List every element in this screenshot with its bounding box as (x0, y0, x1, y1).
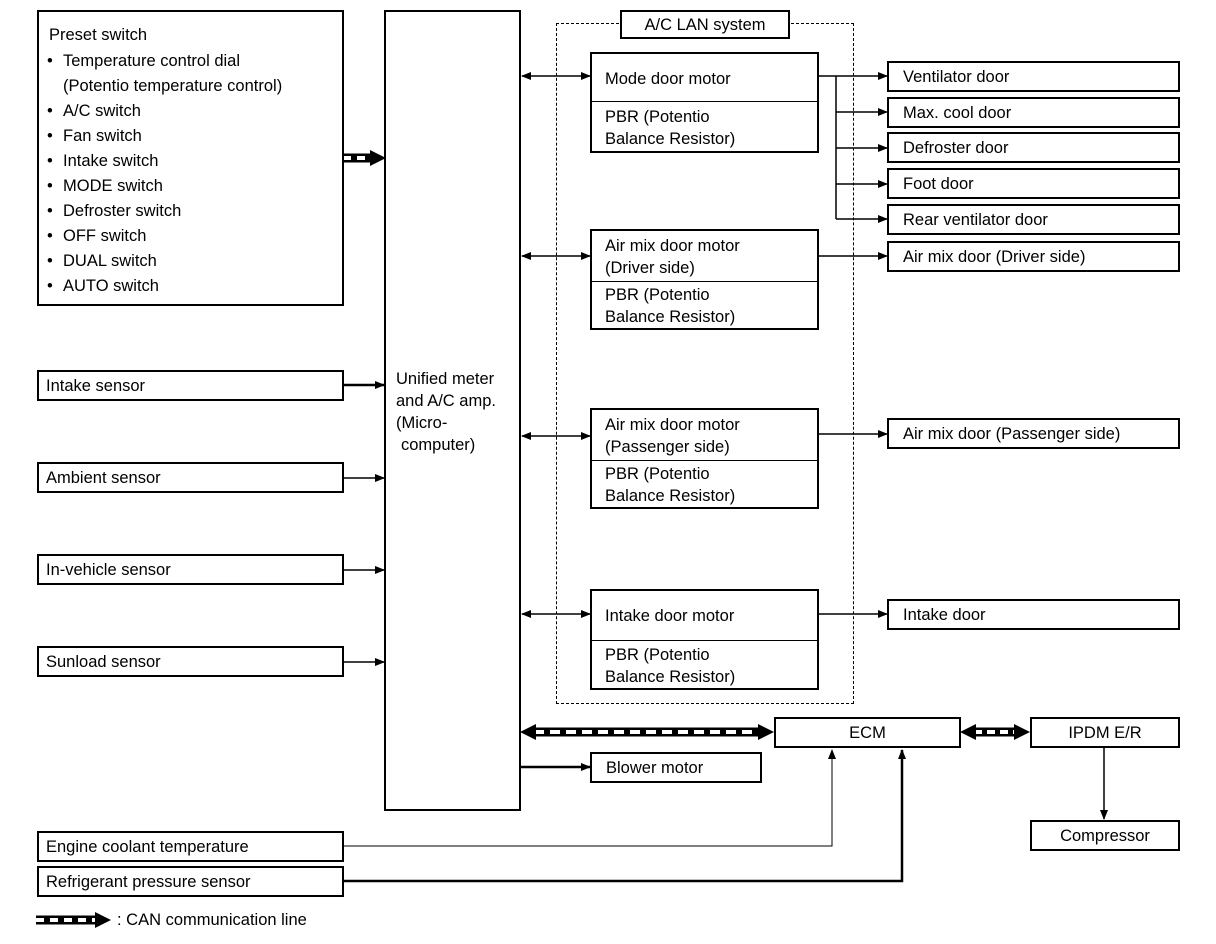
airmix-pass-motor-label: Air mix door motor (605, 416, 740, 434)
list-item: OFF switch (47, 224, 282, 249)
engine-coolant-label: Engine coolant temperature (46, 838, 249, 856)
divider (592, 101, 817, 102)
refrigerant-sensor-box: Refrigerant pressure sensor (37, 866, 344, 897)
compressor-label: Compressor (1060, 827, 1150, 845)
intake-door-box: Intake door (887, 599, 1180, 630)
ecm-box: ECM (774, 717, 961, 748)
list-item: MODE switch (47, 174, 282, 199)
pbr-line2: Balance Resistor) (605, 487, 736, 505)
intake-door-motor-box: Intake door motor PBR (Potentio Balance … (590, 589, 819, 690)
legend-can-sample (36, 912, 111, 928)
intake-door-label: Intake door (903, 606, 986, 624)
pbr-line1: PBR (Potentio (605, 646, 710, 664)
ac-lan-system-title-box: A/C LAN system (620, 10, 790, 39)
ac-amp-line1: Unified meter (396, 370, 495, 388)
mode-door-motor-label: Mode door motor (605, 70, 731, 88)
ac-amp-line3: (Micro- (396, 414, 448, 432)
blower-motor-box: Blower motor (590, 752, 762, 783)
sunload-sensor-label: Sunload sensor (46, 653, 161, 671)
intake-sensor-box: Intake sensor (37, 370, 344, 401)
rear-ventilator-door-label: Rear ventilator door (903, 211, 1048, 229)
airmix-pass-door-label: Air mix door (Passenger side) (903, 425, 1121, 443)
ambient-sensor-box: Ambient sensor (37, 462, 344, 493)
ventilator-door-label: Ventilator door (903, 68, 1010, 86)
list-item: Fan switch (47, 124, 282, 149)
divider (592, 281, 817, 282)
in-vehicle-sensor-box: In-vehicle sensor (37, 554, 344, 585)
airmix-driver-motor-sub: (Driver side) (605, 259, 695, 277)
pbr-line1: PBR (Potentio (605, 465, 710, 483)
ac-amp-box: Unified meter and A/C amp. (Micro- compu… (384, 10, 521, 811)
mode-door-branch (818, 72, 888, 223)
ac-amp-line2: and A/C amp. (396, 392, 496, 410)
can-line-ecm-ipdm (960, 724, 1030, 740)
foot-door-label: Foot door (903, 175, 974, 193)
max-cool-door-label: Max. cool door (903, 104, 1012, 122)
airmix-pass-door-box: Air mix door (Passenger side) (887, 418, 1180, 449)
defroster-door-box: Defroster door (887, 132, 1180, 163)
ac-amp-line4: computer) (401, 436, 476, 454)
legend-can-label: : CAN communication line (117, 911, 307, 929)
airmix-driver-motor-label: Air mix door motor (605, 237, 740, 255)
list-item-continuation: (Potentio temperature control) (63, 77, 283, 95)
list-item: Intake switch (47, 149, 282, 174)
ventilator-door-box: Ventilator door (887, 61, 1180, 92)
pbr-line1: PBR (Potentio (605, 286, 710, 304)
rear-ventilator-door-box: Rear ventilator door (887, 204, 1180, 235)
airmix-driver-door-label: Air mix door (Driver side) (903, 248, 1086, 266)
pbr-line1: PBR (Potentio (605, 108, 710, 126)
divider (592, 640, 817, 641)
compressor-box: Compressor (1030, 820, 1180, 851)
line-refrigerant-ecm (343, 749, 906, 883)
list-item: A/C switch (47, 99, 282, 124)
blower-motor-label: Blower motor (606, 759, 704, 777)
list-item: DUAL switch (47, 249, 282, 274)
list-item: AUTO switch (47, 274, 282, 299)
airmix-pass-motor-sub: (Passenger side) (605, 438, 730, 456)
line-engine-coolant-ecm (343, 749, 836, 847)
can-line-amp-ecm (520, 724, 774, 740)
preset-switch-box: Preset switch Temperature control dial (… (37, 10, 344, 306)
foot-door-box: Foot door (887, 168, 1180, 199)
max-cool-door-box: Max. cool door (887, 97, 1180, 128)
airmix-driver-door-box: Air mix door (Driver side) (887, 241, 1180, 272)
in-vehicle-sensor-label: In-vehicle sensor (46, 561, 171, 579)
can-line-preset-to-amp (343, 150, 386, 166)
ipdm-box: IPDM E/R (1030, 717, 1180, 748)
ipdm-label: IPDM E/R (1068, 724, 1142, 742)
ac-lan-system-title: A/C LAN system (644, 16, 766, 34)
airmix-driver-motor-box: Air mix door motor (Driver side) PBR (Po… (590, 229, 819, 330)
preset-switch-list: Temperature control dial (Potentio tempe… (47, 49, 282, 299)
engine-coolant-box: Engine coolant temperature (37, 831, 344, 862)
preset-switch-title: Preset switch (49, 26, 148, 44)
pbr-line2: Balance Resistor) (605, 308, 736, 326)
pbr-line2: Balance Resistor) (605, 668, 736, 686)
ecm-label: ECM (849, 724, 886, 742)
pbr-line2: Balance Resistor) (605, 130, 736, 148)
defroster-door-label: Defroster door (903, 139, 1009, 157)
intake-sensor-label: Intake sensor (46, 377, 146, 395)
list-item: Temperature control dial (47, 49, 282, 74)
divider (592, 460, 817, 461)
intake-door-motor-label: Intake door motor (605, 607, 735, 625)
ambient-sensor-label: Ambient sensor (46, 469, 161, 487)
refrigerant-sensor-label: Refrigerant pressure sensor (46, 873, 251, 891)
airmix-pass-motor-box: Air mix door motor (Passenger side) PBR … (590, 408, 819, 509)
list-item: Defroster switch (47, 199, 282, 224)
sunload-sensor-box: Sunload sensor (37, 646, 344, 677)
mode-door-motor-box: Mode door motor PBR (Potentio Balance Re… (590, 52, 819, 153)
